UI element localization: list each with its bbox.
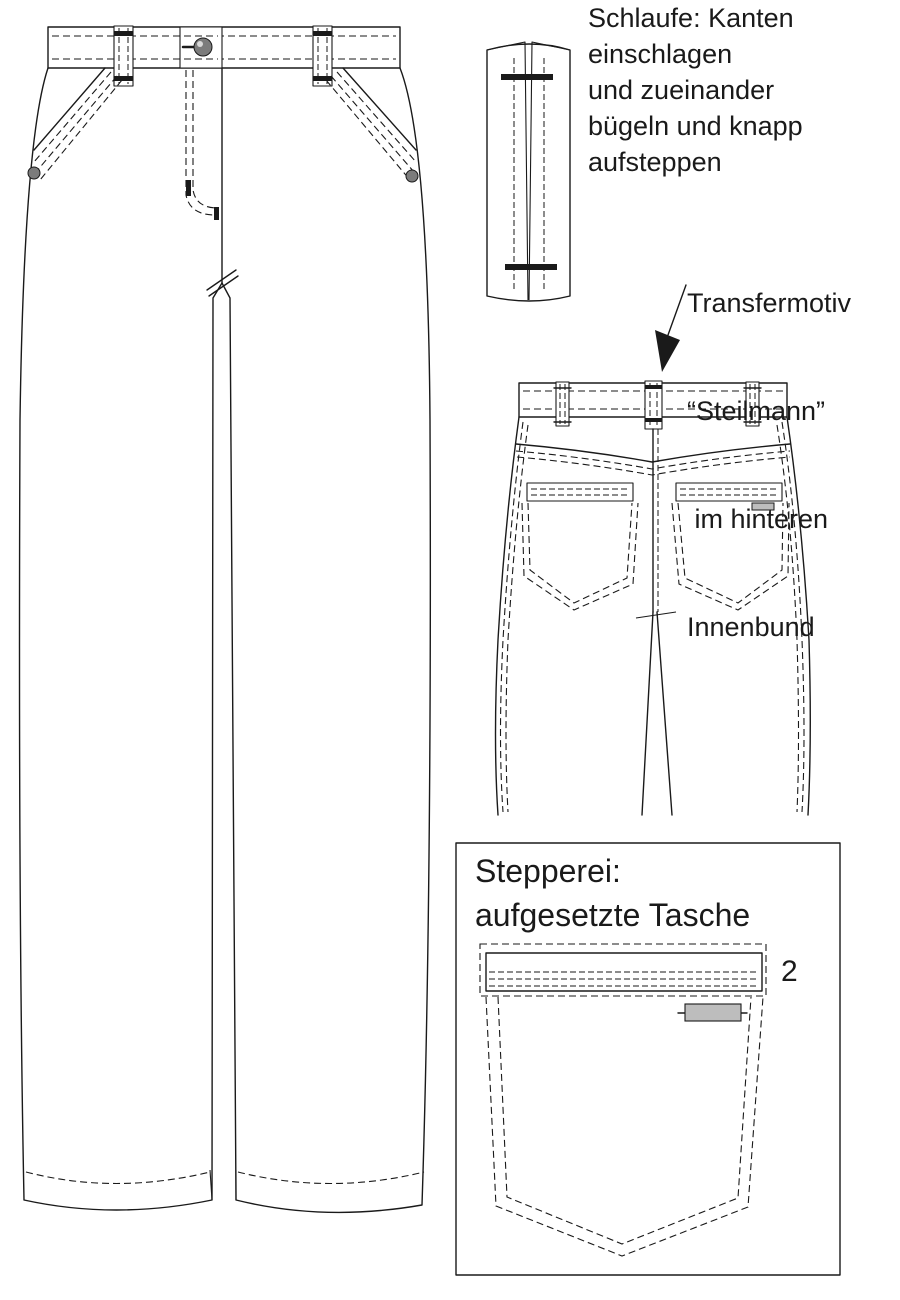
loop-note-line-5: aufsteppen [588,147,722,177]
front-pocket-left [27,67,123,181]
stitch-number: 2 [781,955,798,988]
rivet-right [405,169,419,183]
back-pocket-right [671,482,790,611]
transfer-note-line-2: “Steilmann” [687,396,826,426]
stitch-detail-box [455,842,841,1276]
back-right-outline [786,416,811,816]
back-left-outline [494,416,520,816]
stitch-number-label: 2 [781,954,798,990]
stitch-detail-title: Stepperei: aufgesetzte Tasche [475,849,750,937]
transfer-note-line-1: Transfermotiv [687,288,852,318]
transfer-note-line-4: Innenbund [687,612,815,642]
front-fly [185,67,239,297]
front-waistband [47,26,401,69]
front-right-outline [221,67,432,1214]
stitch-title-line-2: aufgesetzte Tasche [475,897,751,933]
front-pocket-right [325,67,419,183]
back-belt-loop-center [644,380,663,430]
transfer-arrow [655,284,687,372]
loop-note-line-4: bügeln und knapp [588,111,803,141]
front-belt-loop-left [113,25,134,87]
front-right-hem-fold [237,1171,425,1185]
stitch-title-line-1: Stepperei: [475,853,621,889]
front-button [181,37,213,57]
transfer-note-line-3: im hinteren [687,504,829,534]
back-belt-loop-right [743,381,762,427]
loop-instruction-note: Schlaufe: Kanten einschlagen und zueinan… [588,0,803,180]
back-pocket-left [521,482,639,611]
front-belt-loop-right [312,25,333,87]
loop-note-line-2: einschlagen [588,39,733,69]
back-view [494,380,811,816]
front-left-hem-fold [25,1171,211,1185]
front-view [18,25,432,1214]
transfer-motif-note: Transfermotiv “Steilmann” im hinteren In… [687,213,851,681]
front-left-hem-line [209,1169,213,1201]
back-belt-loop-left [553,381,572,427]
rivet-left [27,166,41,180]
loop-detail [486,41,571,302]
front-left-outline [18,67,223,1211]
loop-note-line-3: und zueinander [588,75,775,105]
loop-note-line-1: Schlaufe: Kanten [588,3,794,33]
